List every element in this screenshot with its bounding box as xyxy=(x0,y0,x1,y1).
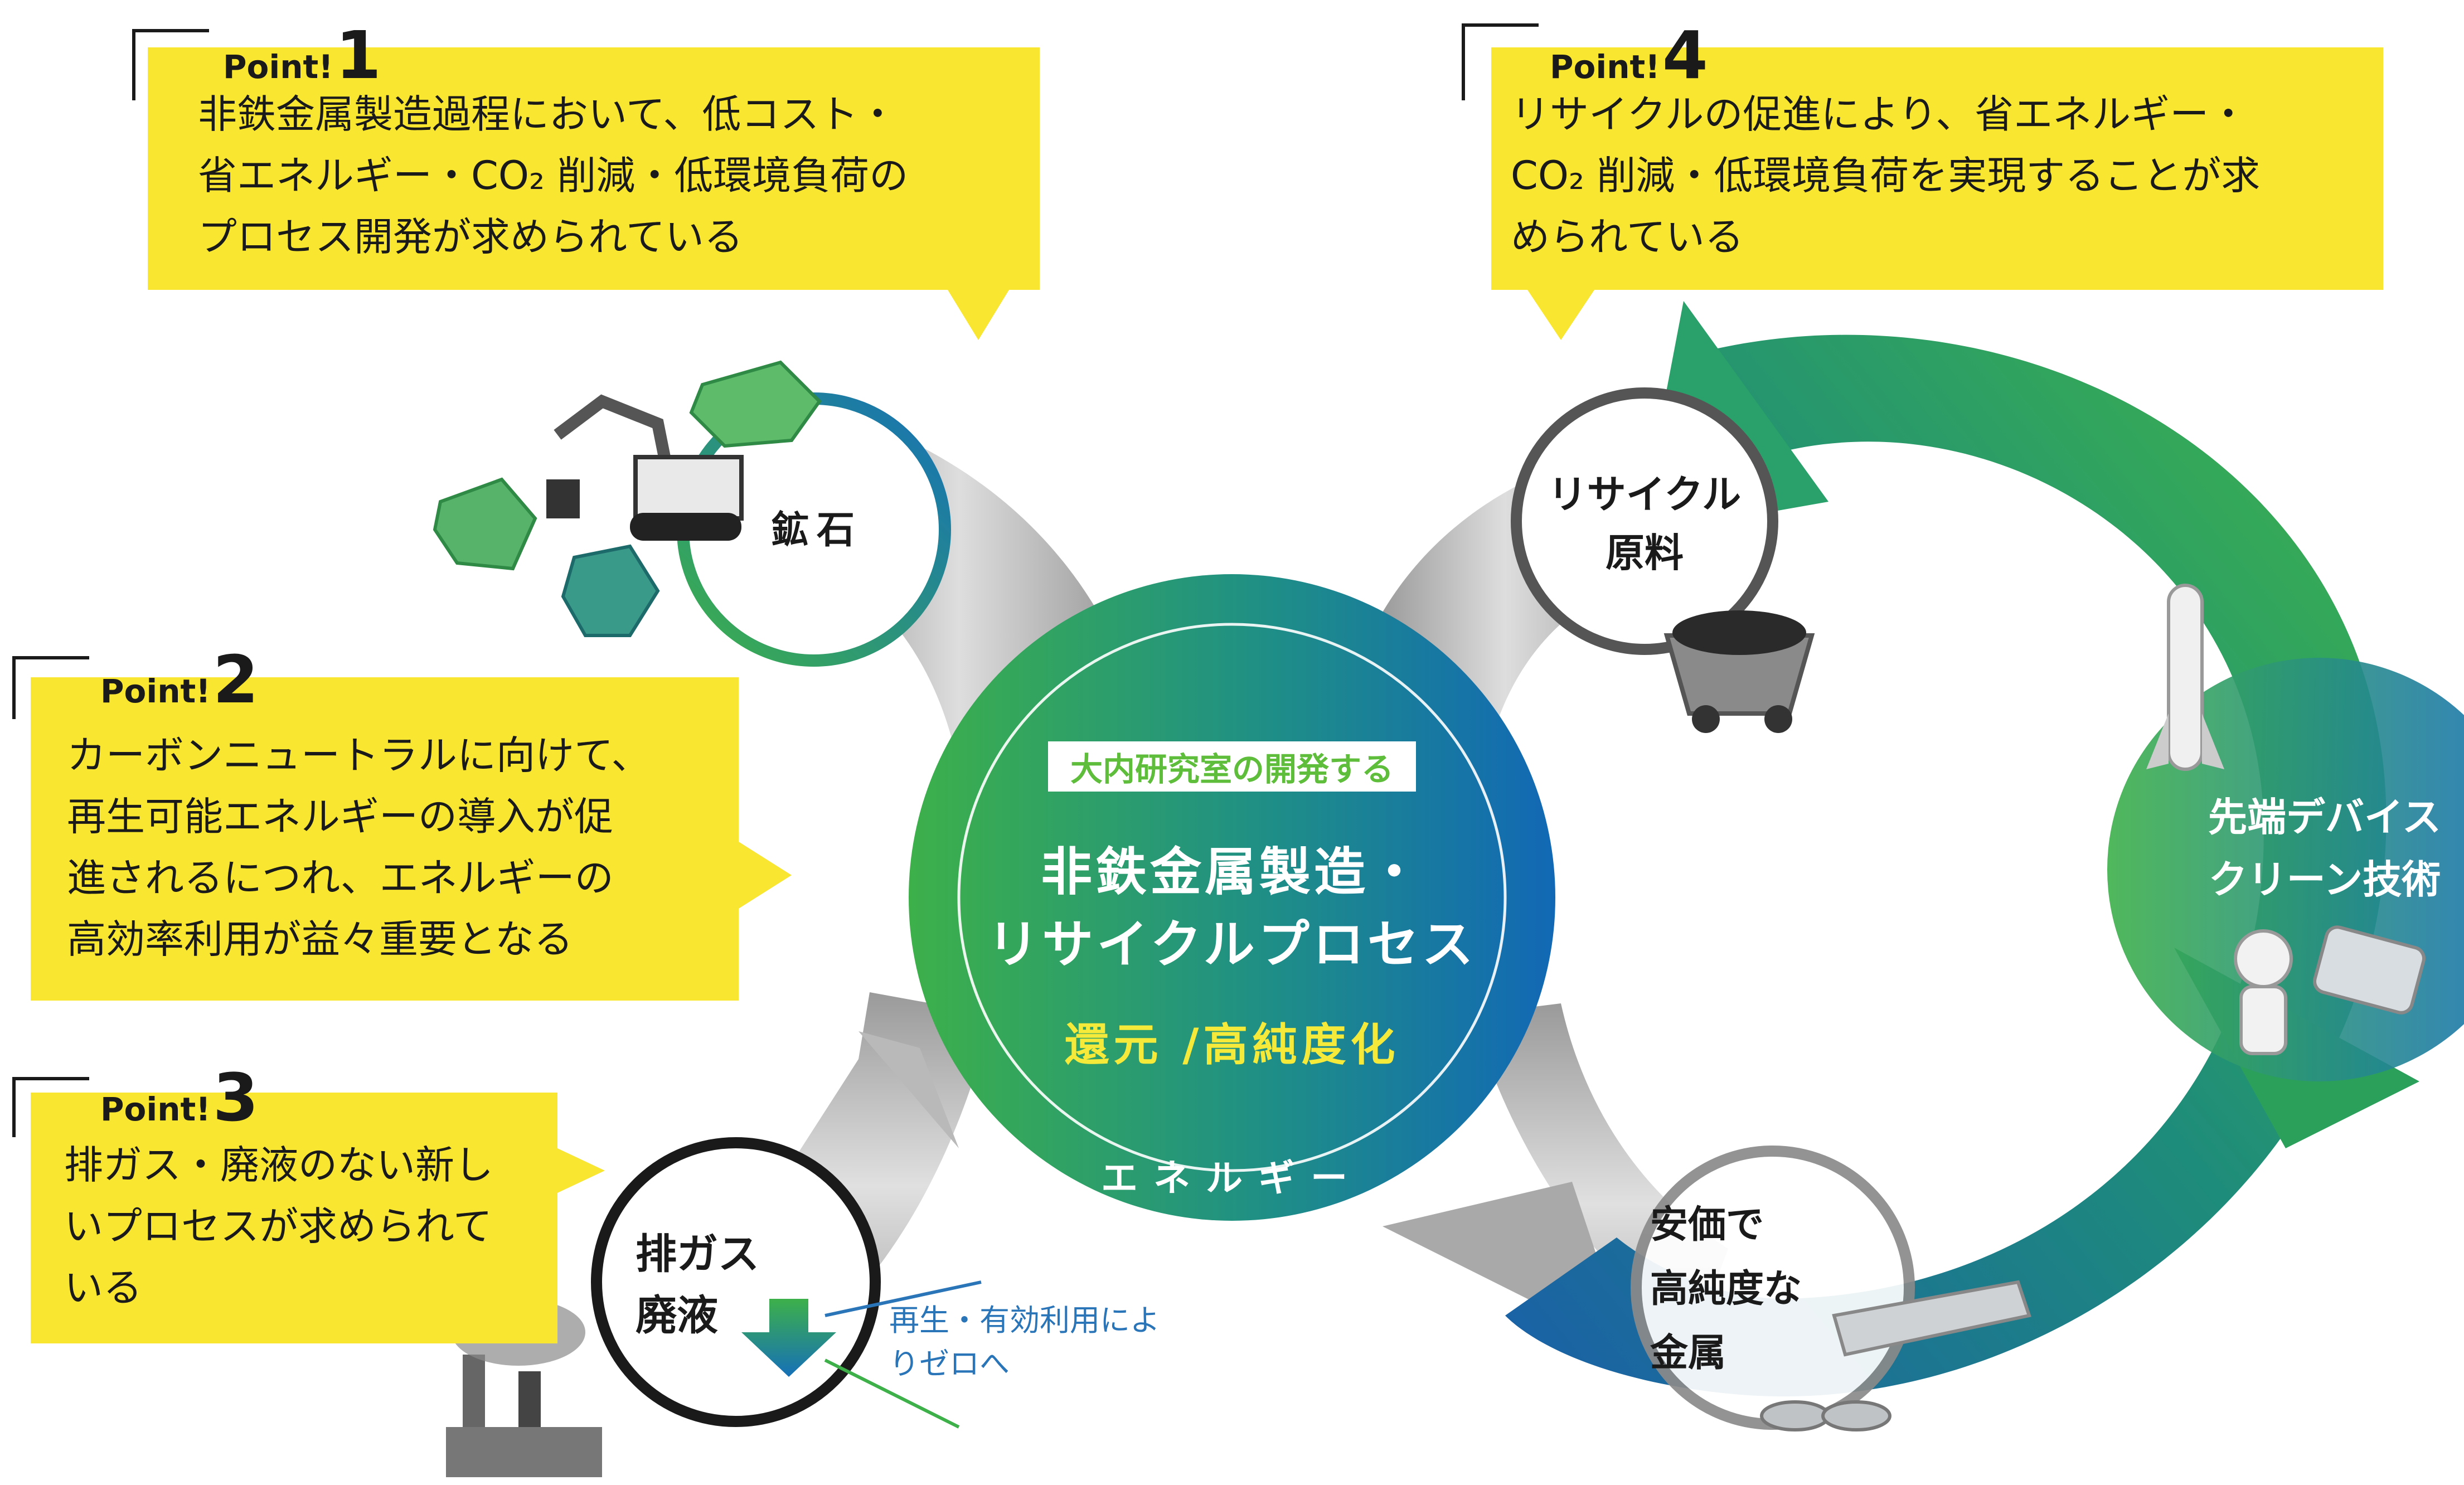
point-3-number: 3 xyxy=(212,1059,259,1136)
point-2-line: 再生可能エネルギーの導入が促 xyxy=(67,794,613,839)
excavator-bucket xyxy=(546,479,580,518)
point-2-header: Point!2 xyxy=(100,641,259,718)
center-subtitle: 還元 /高純度化 xyxy=(1064,1019,1400,1071)
zero-note-line-1 xyxy=(824,1280,982,1317)
device-label-line-1: 先端デバイス xyxy=(2208,794,2441,840)
point-1-text: 非鉄金属製造過程において、低コスト・ 省エネルギー・CO₂ 削減・低環境負荷の … xyxy=(198,84,1034,268)
point-2-line: 進されるにつれ、エネルギーの xyxy=(67,855,614,901)
callout-3-box xyxy=(31,1093,605,1343)
bracket-3 xyxy=(12,1077,89,1137)
zero-note: 再生・有効利用によ りゼロへ xyxy=(889,1299,1224,1386)
bracket-4 xyxy=(1462,23,1539,100)
point-3-line: いる xyxy=(64,1265,142,1311)
point-1-line: 非鉄金属製造過程において、低コスト・ xyxy=(198,91,898,137)
metal-label-line-3: 金属 xyxy=(1650,1331,1726,1375)
center-title-line-1: 非鉄金属製造・ xyxy=(1040,842,1423,902)
gas-down-arrow xyxy=(741,1299,836,1377)
point-2-line: カーボンニュートラルに向けて、 xyxy=(67,732,651,778)
metal-label-line-1: 安価で xyxy=(1650,1203,1764,1247)
mine-cart-coal xyxy=(1672,610,1806,655)
point-2-text: カーボンニュートラルに向けて、 再生可能エネルギーの導入が促 進されるにつれ、エ… xyxy=(67,725,736,970)
center-tag: 大内研究室の開発する xyxy=(1048,741,1416,792)
zero-note-line-2 xyxy=(824,1358,960,1429)
robot-body xyxy=(2239,985,2287,1055)
point-2-line: 高効率利用が益々重要となる xyxy=(67,916,573,962)
gas-label: 排ガス 廃液 xyxy=(636,1224,803,1346)
metal-plate xyxy=(1832,1280,2031,1357)
center-tag-text: 大内研究室の開発する xyxy=(1070,750,1394,788)
metal-label-line-2: 高純度な xyxy=(1650,1267,1802,1311)
point-1-line: プロセス開発が求められている xyxy=(198,214,743,260)
ore-gem-top xyxy=(689,360,822,448)
point-1-label: Point! xyxy=(223,48,333,86)
point-4-line: リサイクルの促進により、省エネルギー・ xyxy=(1511,91,2248,137)
point-3-text: 排ガス・廃液のない新し いプロセスが求められて いる xyxy=(64,1134,566,1318)
ore-gem-blue xyxy=(561,544,660,637)
point-3-header: Point!3 xyxy=(100,1059,259,1136)
ore-gem-left xyxy=(433,477,537,571)
robot-head xyxy=(2234,929,2293,988)
point-4-number: 4 xyxy=(1662,17,1708,94)
recycle-label-line-2: 原料 xyxy=(1606,530,1684,576)
rocket xyxy=(2167,584,2204,771)
point-4-line: められている xyxy=(1511,214,1744,260)
excavator-track xyxy=(630,513,741,541)
factory-building xyxy=(446,1427,602,1477)
smartphone xyxy=(2313,925,2426,1015)
recycle-label: リサイクル 原料 xyxy=(1539,465,1750,583)
point-2-number: 2 xyxy=(212,641,259,718)
device-label-line-2: クリーン技術 xyxy=(2208,857,2441,902)
recycle-circle xyxy=(1511,387,1778,655)
gas-label-line-1: 排ガス xyxy=(636,1230,759,1278)
point-4-label: Point! xyxy=(1550,48,1660,86)
point-2-label: Point! xyxy=(100,672,211,710)
point-3-line: 排ガス・廃液のない新し xyxy=(64,1142,493,1188)
point-4-line: CO₂ 削減・低環境負荷を実現することが求 xyxy=(1511,153,2261,198)
bracket-1 xyxy=(132,29,209,100)
zero-note-line: りゼロへ xyxy=(889,1346,1010,1381)
gray-arrowhead-left xyxy=(858,1031,959,1148)
callout-4-box xyxy=(1491,47,2383,340)
callout-1-box xyxy=(148,47,1040,340)
point-1-number: 1 xyxy=(335,17,381,94)
point-1-line: 省エネルギー・CO₂ 削減・低環境負荷の xyxy=(198,153,909,198)
device-label: 先端デバイス クリーン技術 xyxy=(2130,786,2464,911)
center-title-line-2: リサイクルプロセス xyxy=(987,915,1477,974)
center-arc-label: エネルギー xyxy=(1101,1157,1363,1200)
metal-cylinder-2 xyxy=(1821,1400,1891,1431)
excavator-body xyxy=(633,455,744,521)
metal-label: 安価で 高純度な 金属 xyxy=(1650,1193,1840,1385)
excavator-arm xyxy=(554,394,675,481)
point-3-label: Point! xyxy=(100,1090,211,1128)
point-4-text: リサイクルの促進により、省エネルギー・ CO₂ 削減・低環境負荷を実現することが… xyxy=(1511,84,2380,268)
recycle-loop-arc xyxy=(1505,334,2387,1397)
point-4-header: Point!4 xyxy=(1550,17,1708,94)
recycle-label-line-1: リサイクル xyxy=(1548,472,1742,517)
callout-2-box xyxy=(31,677,792,1001)
bracket-2 xyxy=(12,656,89,719)
zero-note-line: 再生・有効利用によ xyxy=(889,1303,1160,1338)
point-3-line: いプロセスが求められて xyxy=(64,1203,492,1249)
gas-label-line-2: 廃液 xyxy=(636,1292,718,1340)
ore-label: 鉱石 xyxy=(770,508,862,552)
metal-cylinder-1 xyxy=(1760,1400,1830,1431)
center-circle xyxy=(909,574,1555,1221)
point-1-header: Point!1 xyxy=(223,17,381,94)
center-inner-ring xyxy=(957,623,1507,1172)
center-title: 非鉄金属製造・ リサイクルプロセス xyxy=(937,836,1527,981)
